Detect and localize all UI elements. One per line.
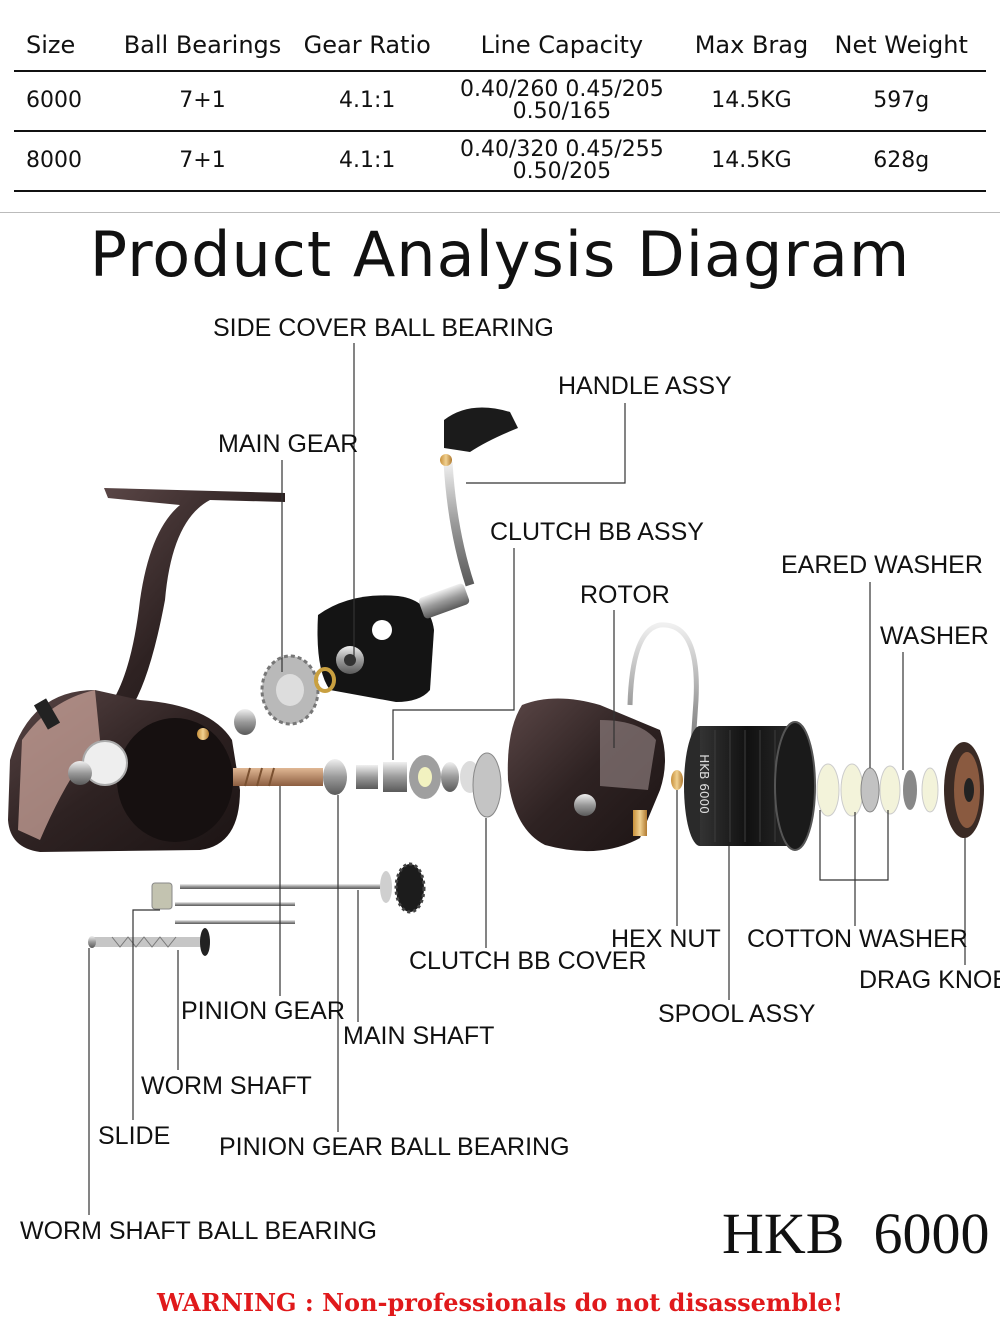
label-pinion-gear: PINION GEAR — [181, 996, 345, 1026]
clutch-bb-cover — [473, 753, 501, 817]
label-pinion-gear-ball-bearing: PINION GEAR BALL BEARING — [219, 1132, 570, 1162]
drag-washers — [817, 764, 938, 816]
slide — [152, 883, 172, 909]
side-cover — [318, 595, 435, 702]
label-worm-shaft-ball-bearing: WORM SHAFT BALL BEARING — [20, 1216, 377, 1246]
label-washer: WASHER — [880, 621, 989, 651]
reel-body — [8, 488, 285, 852]
drag-knob — [944, 742, 984, 838]
label-clutch-bb-cover: CLUTCH BB COVER — [409, 946, 647, 976]
label-spool-assy: SPOOL ASSY — [658, 999, 815, 1029]
label-handle-assy: HANDLE ASSY — [558, 371, 732, 401]
main-gear — [234, 656, 334, 735]
label-eared-washer: EARED WASHER — [781, 550, 983, 580]
clutch-bb-assy — [356, 755, 480, 799]
label-side-cover-ball-bearing: SIDE COVER BALL BEARING — [213, 313, 554, 343]
pinion-gear-ball-bearing — [323, 759, 347, 795]
label-slide: SLIDE — [98, 1121, 170, 1151]
label-worm-shaft: WORM SHAFT — [141, 1071, 312, 1101]
hex-nut — [671, 770, 683, 790]
spool-model-text: HKB 6000 — [697, 754, 711, 813]
pinion-gear — [233, 768, 323, 786]
label-main-gear: MAIN GEAR — [218, 429, 358, 459]
main-shaft — [175, 864, 424, 924]
worm-shaft — [88, 928, 210, 956]
warning-text: WARNING : Non-professionals do not disas… — [0, 1288, 1000, 1317]
label-rotor: ROTOR — [580, 580, 670, 610]
handle-assy — [418, 408, 518, 620]
leader-cotton-washer-bracket — [820, 810, 888, 880]
label-cotton-washer: COTTON WASHER — [747, 924, 968, 954]
label-main-shaft: MAIN SHAFT — [343, 1021, 494, 1051]
label-clutch-bb-assy: CLUTCH BB ASSY — [490, 517, 704, 547]
spool-assy: HKB 6000 — [684, 722, 815, 850]
model-name: HKB 6000 — [722, 1200, 989, 1267]
label-drag-knob: DRAG KNOB — [859, 965, 1000, 995]
rotor — [508, 625, 697, 851]
